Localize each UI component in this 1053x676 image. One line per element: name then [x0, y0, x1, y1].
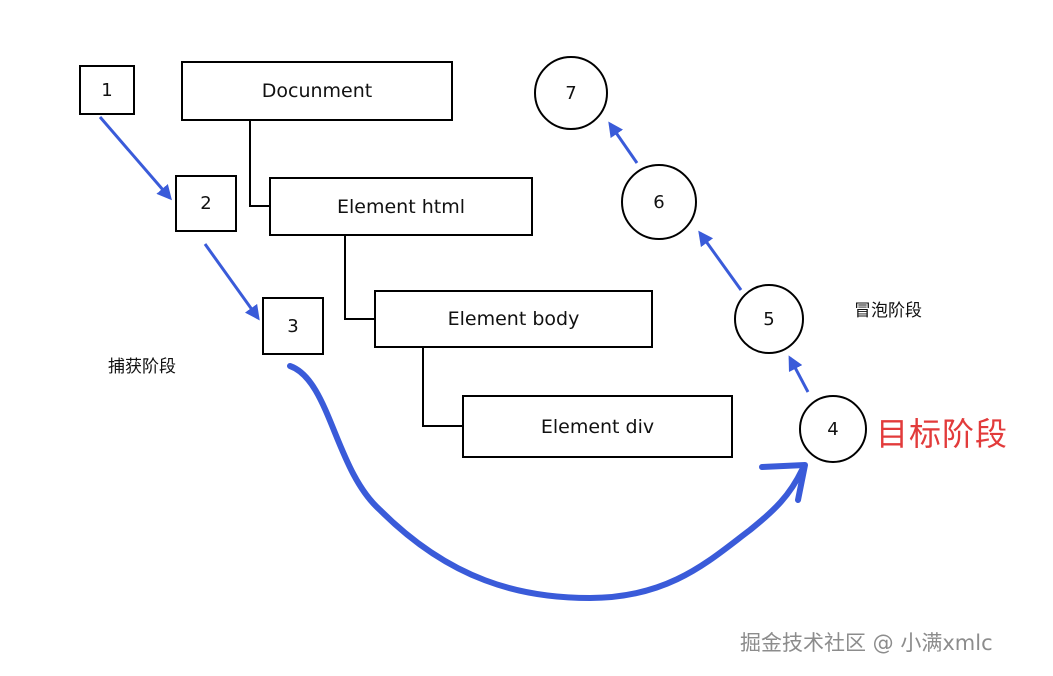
- capture-step-2: 2: [175, 175, 237, 232]
- capture-to-target-arrowhead: [759, 462, 808, 503]
- node-document: Docunment: [181, 61, 453, 121]
- target-step-4: 4: [799, 395, 867, 463]
- target-phase-label: 目标阶段: [876, 415, 1009, 453]
- tree-connector-body-div: [422, 348, 463, 427]
- node-element-html: Element html: [269, 177, 533, 236]
- capture-phase-label: 捕获阶段: [108, 357, 176, 377]
- tree-connector-document-html: [249, 121, 270, 207]
- node-element-body: Element body: [374, 290, 653, 348]
- capture-step-1: 1: [79, 65, 135, 115]
- bubble-arrow-5-6: [698, 230, 743, 291]
- bubble-phase-label: 冒泡阶段: [854, 301, 922, 321]
- capture-arrow-1-2: [98, 116, 172, 201]
- tree-connector-html-body: [344, 236, 375, 320]
- capture-step-3: 3: [262, 297, 324, 355]
- bubble-step-6: 6: [621, 164, 697, 240]
- watermark-text: 掘金技术社区 @ 小满xmlc: [740, 631, 993, 655]
- bubble-arrow-4-5: [788, 355, 810, 393]
- bubble-step-5: 5: [734, 284, 804, 354]
- node-element-div: Element div: [462, 395, 733, 458]
- bubble-arrow-6-7: [608, 121, 639, 164]
- capture-arrow-2-3: [203, 243, 260, 321]
- bubble-step-7: 7: [534, 56, 608, 130]
- capture-to-target-curve: [287, 363, 805, 602]
